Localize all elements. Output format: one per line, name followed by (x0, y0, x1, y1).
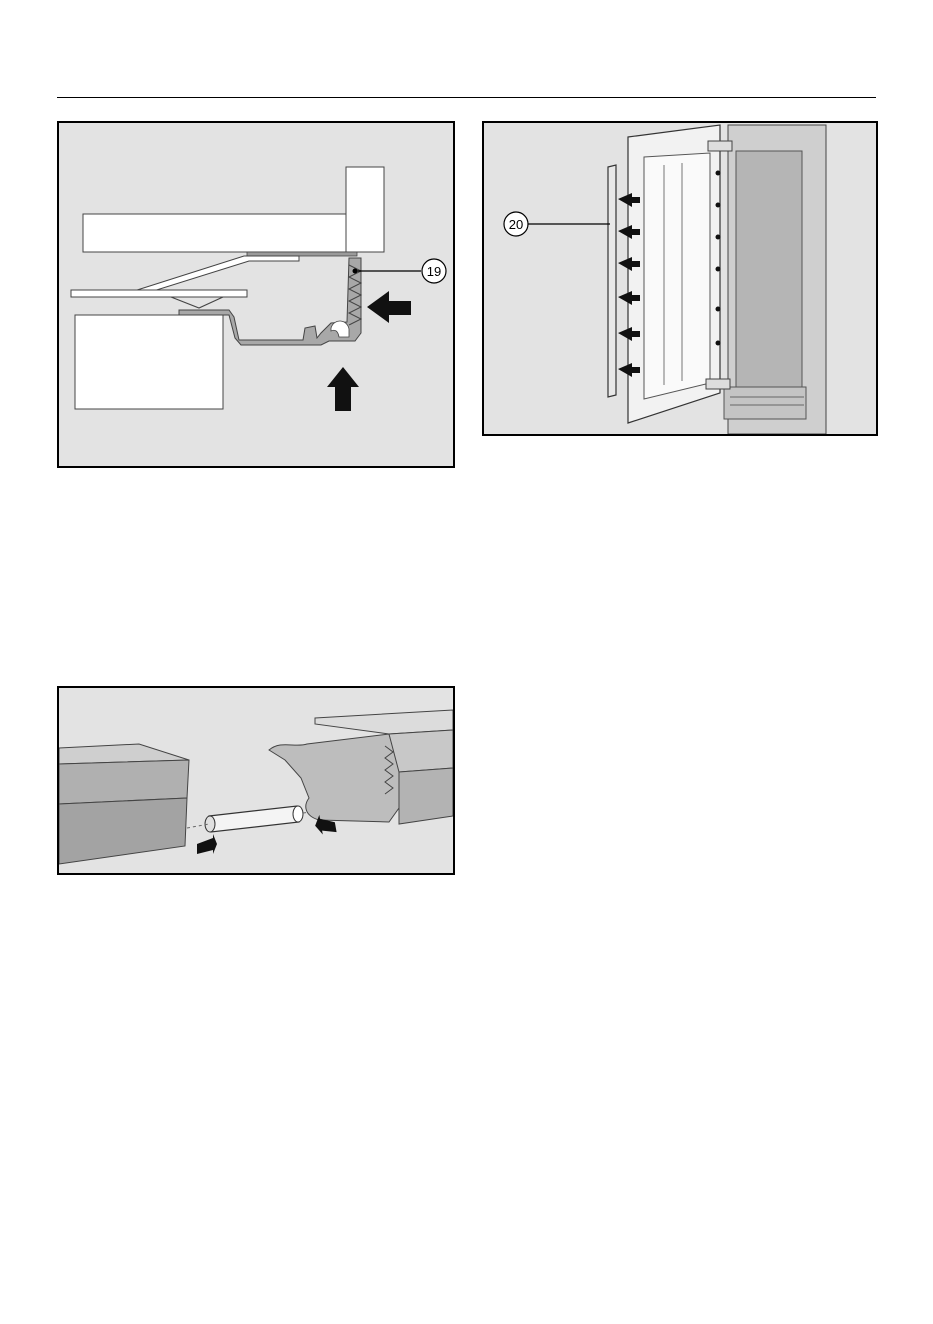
lower-panel (75, 315, 223, 409)
door-seal-drawing: 20 (484, 123, 876, 434)
right-profile-top (315, 710, 453, 734)
insert-right-arrow (197, 834, 217, 854)
top-panel (83, 214, 349, 252)
push-left-arrow (367, 291, 411, 323)
figure-door-seal-fitting: 20 (482, 121, 878, 436)
shelf (71, 290, 247, 297)
angled-strip (134, 256, 299, 293)
top-hinge (708, 141, 732, 151)
mounting-strip (247, 252, 357, 256)
door-inner-panel (644, 153, 710, 399)
figure-seal-joint-connector (57, 686, 455, 875)
right-profile-upper-face (389, 730, 453, 772)
shelf-clip (171, 297, 223, 308)
connector-rod (205, 806, 303, 832)
cabinet-base (724, 387, 806, 419)
left-profile-lower-face (59, 798, 187, 864)
cabinet-interior (736, 151, 802, 391)
bottom-hinge (706, 379, 730, 389)
push-up-arrow (327, 367, 359, 411)
side-panel (346, 167, 384, 252)
seal-strip (608, 165, 616, 397)
figure-seal-cross-section: 19 (57, 121, 455, 468)
left-profile-upper-face (59, 760, 189, 804)
right-profile-lower-face (399, 768, 453, 824)
callout-19-dot (353, 269, 358, 274)
header-rule (57, 97, 876, 98)
callout-20-number: 20 (509, 217, 523, 232)
seal-cross-section-drawing: 19 (59, 123, 453, 466)
seal-joint-drawing (59, 688, 453, 873)
callout-19-number: 19 (427, 264, 441, 279)
